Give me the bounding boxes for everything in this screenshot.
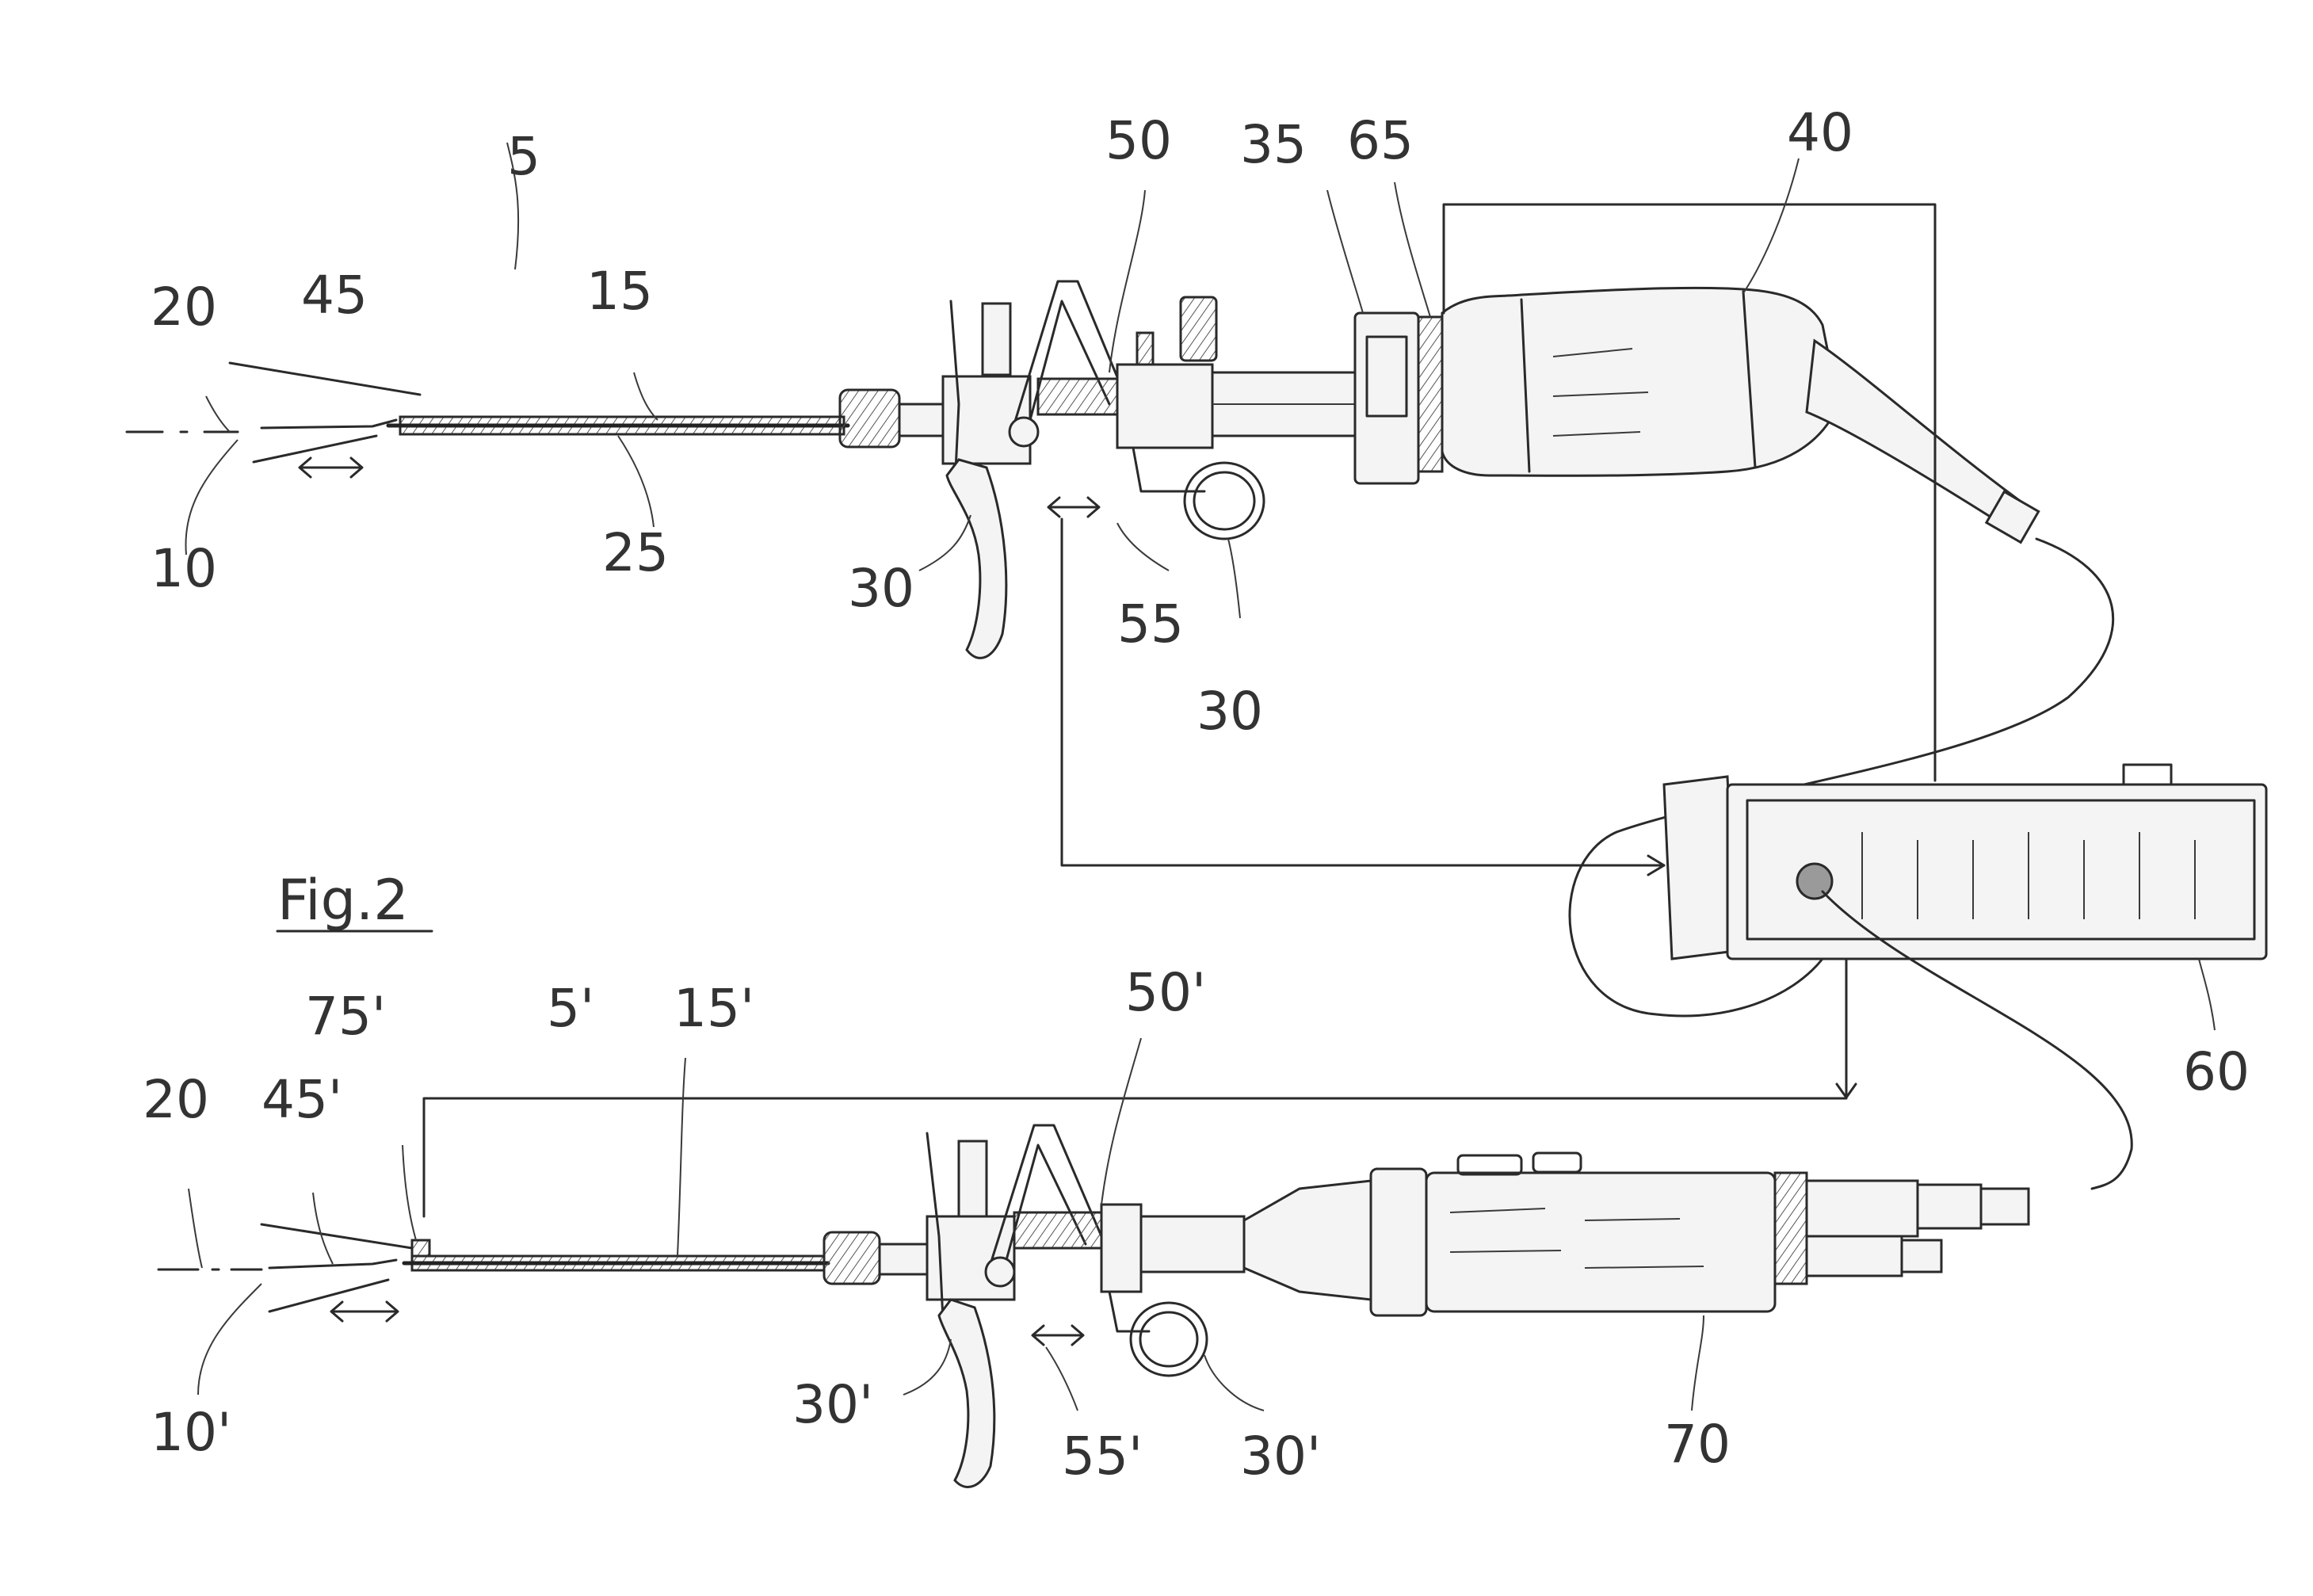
handle-crossbar (1014, 1212, 1101, 1248)
label-10: 10 (151, 538, 217, 599)
label-40: 40 (1787, 102, 1853, 163)
jaw-lower-line (254, 436, 376, 462)
handpiece-plug (1918, 1185, 1981, 1228)
double-arrow-icon (1032, 1326, 1083, 1345)
jaw-blade (261, 420, 396, 428)
jaw-upper-line (230, 363, 420, 395)
shaft-collar (899, 404, 943, 436)
label-30p-trigger: 30' (792, 1374, 873, 1435)
handpiece-connector (1807, 1181, 1918, 1236)
mid-housing (1101, 1205, 1141, 1292)
label-30p-ring: 30' (1240, 1426, 1321, 1487)
double-arrow-icon (1048, 498, 1099, 517)
label-5p: 5' (547, 978, 594, 1039)
body-tube (1141, 1216, 1244, 1272)
jaw-upper-line (261, 1224, 412, 1248)
label-65: 65 (1347, 110, 1414, 171)
handpiece-aux (1807, 1236, 1902, 1276)
label-10p: 10' (151, 1402, 231, 1463)
label-60: 60 (2183, 1041, 2250, 1102)
handpiece-aux-tip (1902, 1240, 1941, 1272)
label-25: 25 (602, 522, 669, 583)
label-50: 50 (1105, 110, 1172, 171)
label-5: 5 (507, 126, 540, 187)
handpiece-button (1458, 1155, 1521, 1174)
handle-post (983, 304, 1010, 375)
label-30-ring: 30 (1197, 681, 1263, 742)
camera-tail (1807, 341, 2029, 531)
label-55: 55 (1117, 594, 1184, 655)
label-55p: 55' (1062, 1426, 1143, 1487)
handpiece-ring (1371, 1169, 1426, 1315)
control-line (1062, 519, 1664, 865)
handpiece-button (1533, 1153, 1581, 1172)
trigger-lever (947, 460, 1006, 658)
jaw-lower-line (269, 1280, 388, 1312)
shaft-nut (840, 390, 899, 447)
camera-head (1442, 288, 1838, 475)
unit-latch (2124, 765, 2171, 785)
label-70: 70 (1664, 1414, 1731, 1475)
ring-65 (1418, 317, 1442, 472)
label-15: 15 (586, 261, 653, 322)
handpiece-body (1426, 1173, 1775, 1312)
label-15p: 15' (674, 978, 754, 1039)
label-20-lower: 20 (143, 1069, 209, 1130)
finger-ring-inner (1140, 1312, 1197, 1366)
ring-arm (1133, 448, 1204, 491)
finger-ring (1131, 1303, 1207, 1376)
control-unit-60 (1664, 765, 2266, 1189)
coupler-35 (1355, 313, 1418, 483)
label-45: 45 (301, 265, 368, 326)
valve-cap (1181, 297, 1216, 361)
label-50p: 50' (1125, 962, 1206, 1023)
double-arrow-icon (331, 1302, 398, 1321)
handle-post (959, 1141, 987, 1216)
shaft-collar (880, 1244, 927, 1274)
finger-ring (1185, 463, 1264, 539)
valve-stem (1137, 333, 1153, 365)
shaft-nut (824, 1232, 880, 1284)
handle-crossbar (1038, 379, 1117, 414)
sensor-75 (412, 1240, 429, 1256)
finger-ring-inner (1194, 472, 1254, 529)
handpiece-nose (1244, 1181, 1371, 1300)
handpiece-plug-tip (1981, 1189, 2029, 1224)
label-20-upper: 20 (151, 277, 217, 338)
pivot-pin (986, 1258, 1014, 1286)
label-75p: 75' (305, 986, 386, 1047)
label-30-trigger: 30 (848, 558, 914, 619)
handpiece-collar (1775, 1173, 1807, 1284)
unit-socket (1797, 864, 1832, 899)
trigger-lever (939, 1300, 994, 1487)
double-arrow-icon (300, 458, 362, 477)
label-35: 35 (1240, 114, 1307, 175)
mid-housing (1117, 365, 1212, 448)
figure-caption: Fig.2 (277, 868, 409, 933)
pivot-pin (1010, 418, 1038, 446)
unit-side (1664, 777, 1735, 959)
label-45p: 45' (261, 1069, 342, 1130)
